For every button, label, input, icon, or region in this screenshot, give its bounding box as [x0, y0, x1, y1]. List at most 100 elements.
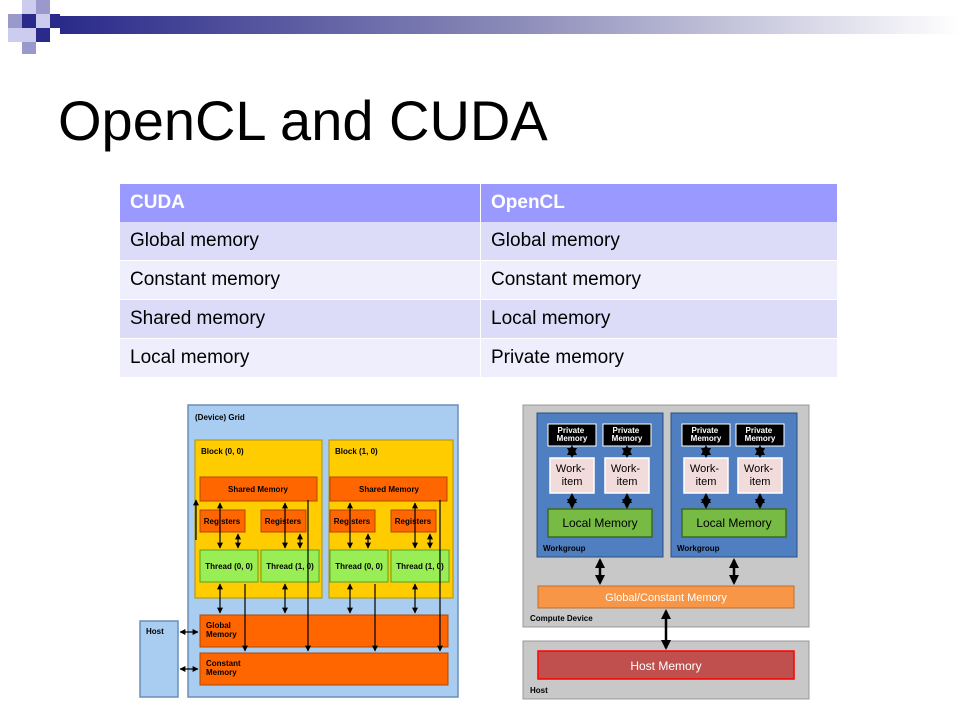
global-memory — [199, 614, 449, 648]
work-item-line: Work- — [744, 463, 773, 475]
thread-label: Thread (0, 0) — [205, 562, 253, 571]
table-cell: Global memory — [120, 222, 481, 261]
global-memory-line: Memory — [206, 630, 237, 639]
global-constant-memory-label: Global/Constant Memory — [605, 592, 727, 604]
private-memory — [602, 423, 652, 447]
work-item — [549, 457, 595, 494]
registers — [390, 509, 437, 533]
shared-memory — [199, 476, 318, 502]
work-item-line: Work- — [690, 463, 719, 475]
host-label: Host — [146, 627, 164, 636]
private-memory-line: Private — [692, 426, 719, 435]
host-memory — [537, 650, 795, 680]
private-memory — [681, 423, 731, 447]
private-memory-line: Private — [613, 426, 640, 435]
private-memory — [547, 423, 597, 447]
workgroup-0 — [536, 412, 664, 558]
thread-label: Thread (1, 0) — [396, 562, 444, 571]
work-item-line: item — [617, 476, 638, 488]
header-cuda: CUDA — [120, 184, 481, 222]
work-item — [737, 457, 783, 494]
thread — [199, 549, 259, 583]
host-box — [139, 620, 179, 698]
global-memory-line: Global — [206, 621, 231, 630]
block-label: Block (0, 0) — [201, 447, 244, 456]
local-memory-label: Local Memory — [562, 516, 637, 530]
table-header-row: CUDA OpenCL — [120, 184, 838, 222]
private-memory-line: Private — [558, 426, 585, 435]
private-memory-line: Private — [746, 426, 773, 435]
workgroup-1 — [670, 412, 798, 558]
comparison-table: CUDA OpenCL Global memory Global memory … — [120, 184, 838, 378]
registers — [329, 509, 376, 533]
table-row: Shared memory Local memory — [120, 299, 838, 339]
table-row: Local memory Private memory — [120, 338, 838, 378]
block-label: Block (1, 0) — [335, 447, 378, 456]
device-grid — [187, 404, 459, 698]
table-cell: Local memory — [120, 338, 481, 378]
header-opencl: OpenCL — [480, 184, 838, 222]
table-cell: Global memory — [480, 222, 838, 261]
thread-label: Thread (1, 0) — [266, 562, 314, 571]
private-memory-label: Private Memory — [691, 426, 722, 443]
opencl-arrows — [567, 445, 765, 650]
table-cell: Private memory — [480, 338, 838, 378]
thread — [390, 549, 450, 583]
private-memory — [735, 423, 785, 447]
registers — [199, 509, 246, 533]
global-constant-memory — [537, 585, 795, 609]
private-memory-label: Private Memory — [557, 426, 588, 443]
workgroup-label: Workgroup — [543, 544, 586, 553]
thread — [260, 549, 320, 583]
corner-decoration — [8, 0, 960, 54]
registers-label: Registers — [334, 517, 371, 526]
private-memory-line: Memory — [691, 434, 722, 443]
page-title: OpenCL and CUDA — [58, 89, 548, 152]
registers-label: Registers — [204, 517, 241, 526]
private-memory-line: Memory — [612, 434, 643, 443]
thread — [329, 549, 389, 583]
work-item — [683, 457, 729, 494]
private-memory-label: Private Memory — [745, 426, 776, 443]
host-memory-label: Host Memory — [630, 659, 701, 673]
local-memory-label: Local Memory — [696, 516, 771, 530]
table-cell: Constant memory — [480, 260, 838, 300]
local-memory — [547, 508, 653, 538]
compute-device — [522, 404, 810, 628]
thread-label: Thread (0, 0) — [335, 562, 383, 571]
table-cell: Constant memory — [120, 260, 481, 300]
shared-memory-label: Shared Memory — [228, 485, 289, 494]
compute-device-label: Compute Device — [530, 614, 593, 623]
host-label: Host — [530, 686, 548, 695]
block-1 — [328, 439, 454, 599]
table-row: Global memory Global memory — [120, 222, 838, 261]
table-cell: Shared memory — [120, 299, 481, 339]
shared-memory — [329, 476, 448, 502]
work-item-line: Work- — [556, 463, 585, 475]
host-box — [522, 640, 810, 700]
constant-memory-line: Constant — [206, 659, 241, 668]
private-memory-line: Memory — [557, 434, 588, 443]
work-item-label: Work- item — [556, 463, 588, 488]
work-item — [604, 457, 650, 494]
work-item-label: Work- item — [690, 463, 722, 488]
constant-memory-label: Constant Memory — [206, 659, 243, 677]
registers-label: Registers — [395, 517, 432, 526]
local-memory — [681, 508, 787, 538]
work-item-line: item — [750, 476, 771, 488]
work-item-line: item — [696, 476, 717, 488]
work-item-line: item — [562, 476, 583, 488]
work-item-label: Work- item — [611, 463, 643, 488]
workgroup-label: Workgroup — [677, 544, 720, 553]
work-item-label: Work- item — [744, 463, 776, 488]
grid-label: (Device) Grid — [195, 413, 245, 422]
shared-memory-label: Shared Memory — [359, 485, 420, 494]
table-row: Constant memory Constant memory — [120, 260, 838, 300]
private-memory-line: Memory — [745, 434, 776, 443]
table-cell: Local memory — [480, 299, 838, 339]
block-0 — [194, 439, 323, 599]
cuda-arrows — [179, 499, 443, 672]
work-item-line: Work- — [611, 463, 640, 475]
global-memory-label: Global Memory — [206, 621, 237, 639]
registers-label: Registers — [265, 517, 302, 526]
